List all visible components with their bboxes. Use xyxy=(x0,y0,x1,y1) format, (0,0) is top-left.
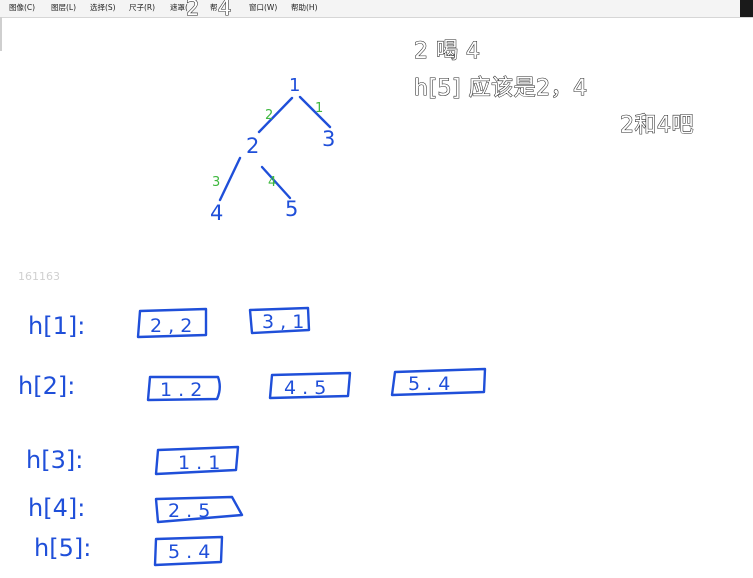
overlay-line-1: 2 喝 4 xyxy=(413,38,481,64)
heap-box xyxy=(390,367,487,397)
tree-edge-2-5 xyxy=(260,165,292,200)
heap-label-3: h[3]: xyxy=(26,446,83,474)
edge-weight-2-5: 4 xyxy=(268,175,276,190)
menu-bar: 图像(C) 图层(L) 选择(S) 尺子(R) 遮罩( 帮 窗口(W) 帮助(H… xyxy=(0,0,753,18)
heap-box xyxy=(136,307,208,339)
menu-help[interactable]: 帮助(H) xyxy=(291,3,318,12)
menu-window[interactable]: 窗口(W) xyxy=(249,3,278,12)
heap-label-1: h[1]: xyxy=(28,312,85,340)
heap-entry: 4 . 5 xyxy=(284,377,326,399)
canvas-edge xyxy=(0,17,2,51)
edge-weight-1-3: 1 xyxy=(315,101,323,116)
menu-items: 图像(C) 图层(L) 选择(S) 尺子(R) 遮罩( 帮 窗口(W) 帮助(H… xyxy=(0,0,740,17)
menu-partial[interactable]: 帮 xyxy=(210,3,218,12)
heap-label-2: h[2]: xyxy=(18,372,75,400)
overlay-top-digits: 2 4 xyxy=(185,0,238,21)
heap-label-5: h[5]: xyxy=(34,534,91,562)
heap-entry: 3 , 1 xyxy=(262,311,304,333)
heap-box xyxy=(268,371,352,400)
watermark: 161163 xyxy=(18,270,60,283)
tree-edge-2-4 xyxy=(218,156,242,202)
tree-node-2: 2 xyxy=(246,134,259,158)
heap-entry: 5 . 4 xyxy=(168,541,210,563)
heap-entry: 2 . 5 xyxy=(168,500,210,522)
menu-ruler[interactable]: 尺子(R) xyxy=(129,3,156,12)
menu-select[interactable]: 选择(S) xyxy=(90,3,116,12)
heap-box xyxy=(153,535,224,567)
window-edge xyxy=(740,0,753,17)
tree-edge-1-2 xyxy=(257,96,294,134)
menu-image[interactable]: 图像(C) xyxy=(9,3,36,12)
tree-edge-1-3 xyxy=(298,95,332,129)
tree-node-1: 1 xyxy=(289,75,300,96)
overlay-line-2: h[5] 应该是2，4 xyxy=(413,75,588,101)
heap-entry: 2 , 2 xyxy=(150,315,192,337)
edge-weight-2-4: 3 xyxy=(212,175,220,190)
heap-entry: 5 . 4 xyxy=(408,373,450,395)
tree-node-4: 4 xyxy=(210,201,223,225)
heap-entry: 1 . 1 xyxy=(178,452,220,474)
menu-layer[interactable]: 图层(L) xyxy=(51,3,77,12)
heap-box xyxy=(154,445,240,476)
overlay-line-3: 2和4吧 xyxy=(619,112,694,138)
heap-label-4: h[4]: xyxy=(28,494,85,522)
tree-node-5: 5 xyxy=(285,197,298,221)
heap-entry: 1 . 2 xyxy=(160,379,202,401)
edge-weight-1-2: 2 xyxy=(265,108,273,123)
tree-node-3: 3 xyxy=(322,127,335,151)
heap-box xyxy=(248,306,311,335)
heap-box xyxy=(154,495,244,524)
heap-box xyxy=(146,375,221,402)
menu-mask[interactable]: 遮罩( xyxy=(170,3,188,12)
